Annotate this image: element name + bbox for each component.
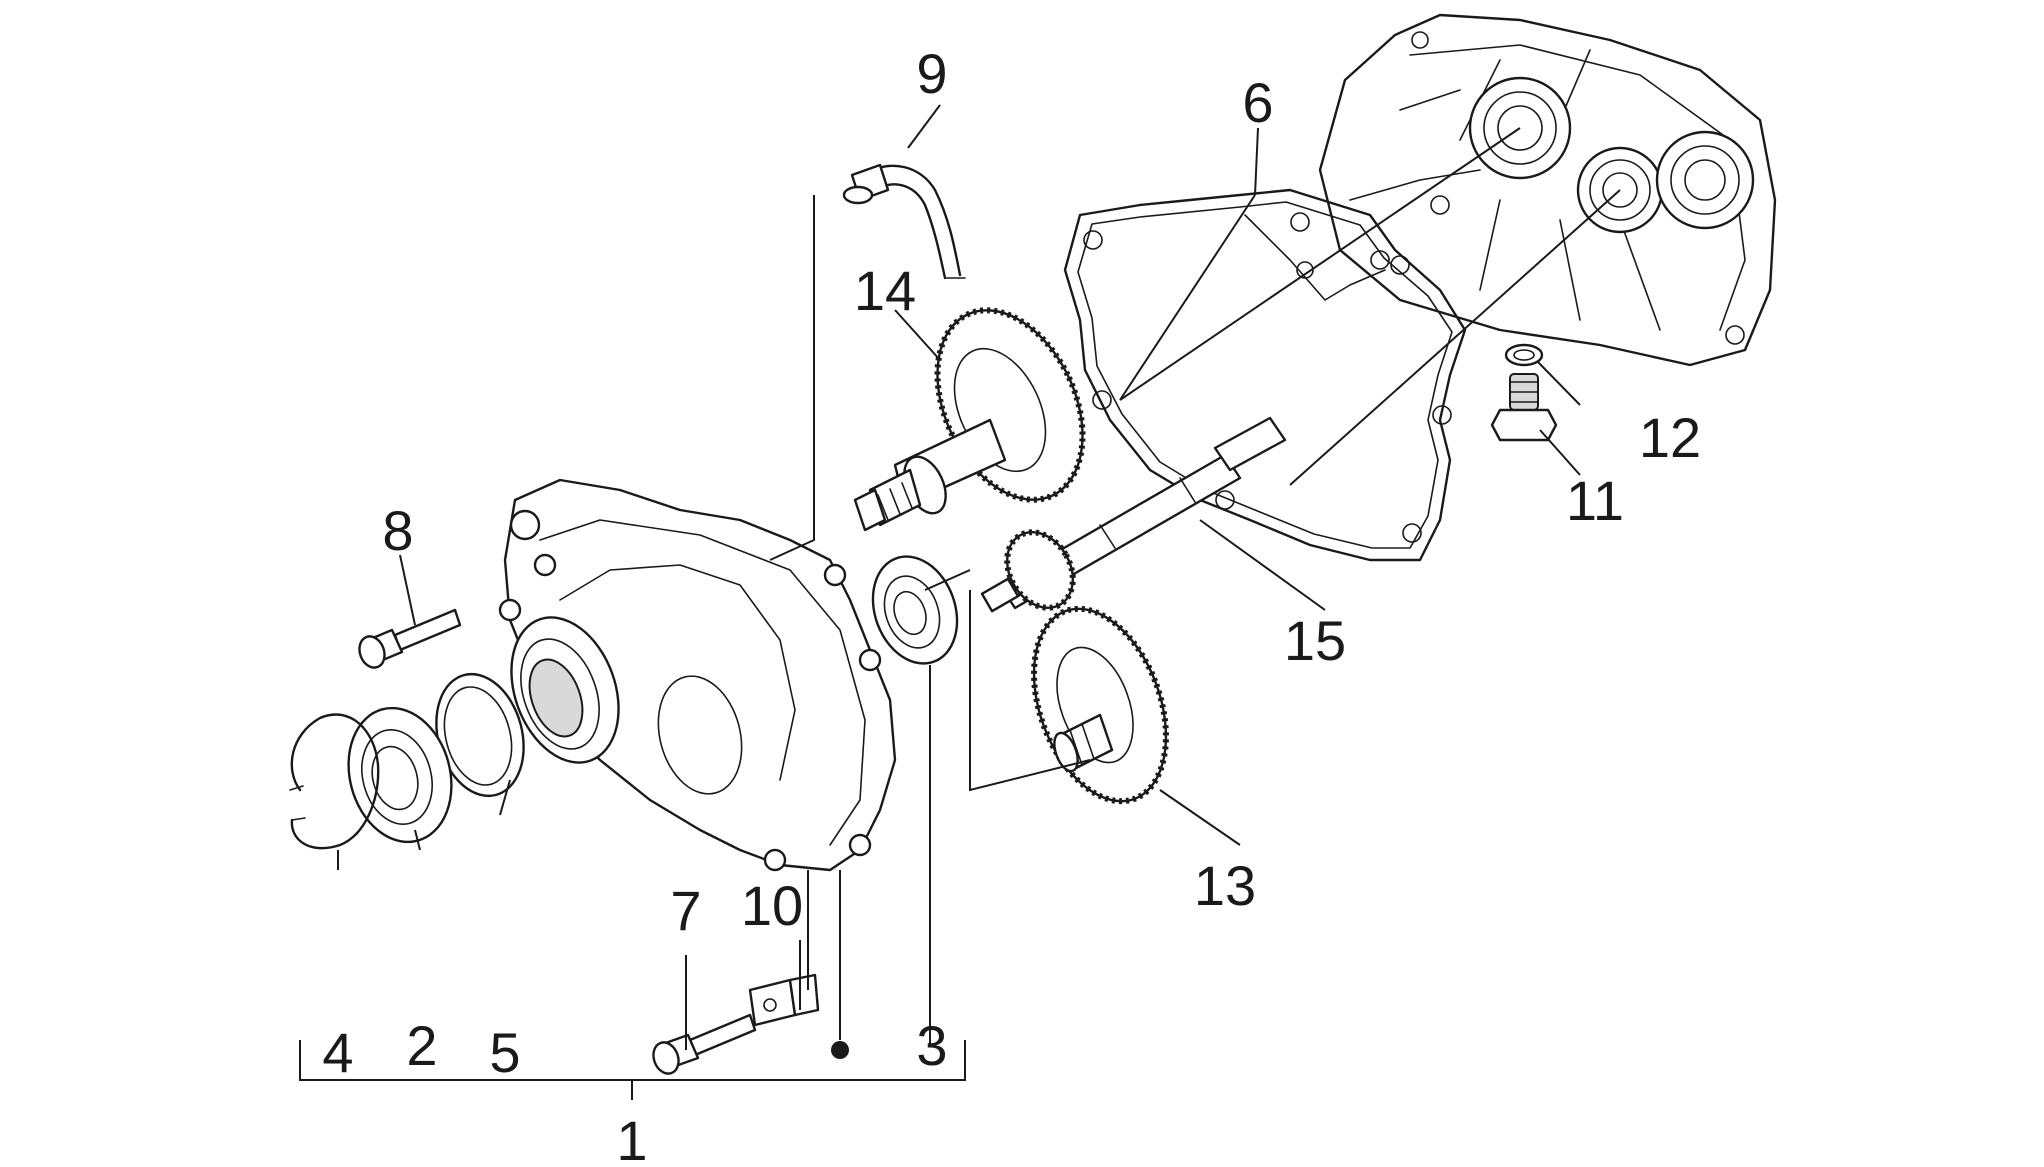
callout-6: 6 <box>1242 71 1273 134</box>
intermediate-gear-lower <box>1031 605 1169 805</box>
callout-9: 9 <box>916 42 947 105</box>
part-callouts: 1 2 3 4 5 6 7 8 9 10 11 12 13 14 15 <box>322 42 1701 1167</box>
gearbox-housing <box>1318 13 1777 367</box>
callout-14: 14 <box>854 259 916 322</box>
breather-hose <box>842 163 966 280</box>
intermediate-gear-upper <box>853 307 1086 532</box>
cover-bolt-lower <box>652 1013 757 1075</box>
callout-15: 15 <box>1284 609 1346 672</box>
callout-1: 1 <box>616 1109 647 1167</box>
callout-3: 3 <box>916 1014 947 1077</box>
callout-11: 11 <box>1566 469 1624 532</box>
assembly-reference-dot <box>831 1041 849 1059</box>
circlip <box>289 713 380 850</box>
drain-plug <box>1490 373 1558 442</box>
shaft-pinion-gear <box>980 529 1076 613</box>
transmission-cover <box>498 478 897 872</box>
callout-10: 10 <box>741 874 803 937</box>
cover-bolt-upper <box>358 608 462 669</box>
sealing-washer <box>1504 343 1544 367</box>
gasket <box>1063 188 1467 562</box>
callout-7: 7 <box>670 879 701 942</box>
shaft-bearing <box>871 555 959 665</box>
callout-2: 2 <box>406 1014 437 1077</box>
callout-8: 8 <box>382 499 413 562</box>
oil-seal <box>435 672 525 798</box>
cover-bearing <box>347 706 453 844</box>
callout-13: 13 <box>1194 854 1256 917</box>
callout-4: 4 <box>322 1021 353 1084</box>
leader-lines <box>299 104 1621 1100</box>
clamp-bracket <box>748 973 820 1027</box>
callout-12: 12 <box>1639 406 1701 469</box>
callout-5: 5 <box>489 1021 520 1084</box>
